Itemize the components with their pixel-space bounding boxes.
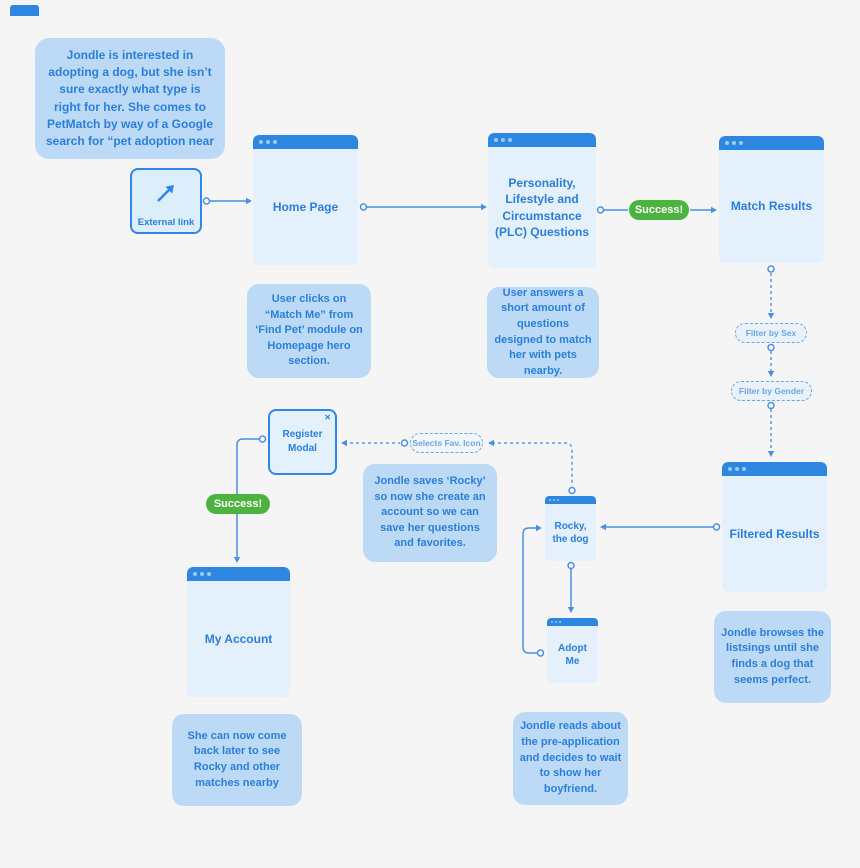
window-home-page-label: Home Page — [272, 199, 339, 214]
window-titlebar — [187, 567, 290, 581]
filter-by-sex-pill[interactable]: Filter by Sex — [735, 323, 807, 343]
window-plc-questions[interactable]: Personality, Lifestyle and Circumstance … — [488, 133, 596, 268]
note-intro-text: Jondle is interested in adopting a dog, … — [45, 48, 215, 148]
note-home-page: User clicks on “Match Me” from ‘Find Pet… — [247, 284, 371, 378]
selects-fav-icon-pill[interactable]: Selects Fav. Icon — [410, 433, 483, 453]
register-modal-node[interactable]: ✕ Register Modal — [268, 409, 337, 475]
window-control-dot — [207, 572, 211, 576]
note-my-account-text: She can now come back later to see Rocky… — [187, 729, 287, 789]
window-control-dot — [735, 467, 739, 471]
cropped-window-stub — [10, 5, 39, 16]
window-control-dot — [549, 499, 551, 501]
note-my-account: She can now come back later to see Rocky… — [172, 714, 302, 806]
note-save-rocky: Jondle saves ‘Rocky’ so now she create a… — [363, 464, 497, 562]
window-control-dot — [200, 572, 204, 576]
window-rocky-the-dog-label: Rocky, the dog — [552, 520, 589, 545]
window-control-dot — [193, 572, 197, 576]
note-filtered-results-text: Jondle browses the listsings until she f… — [721, 626, 824, 686]
selects-fav-icon-label: Selects Fav. Icon — [412, 438, 481, 448]
window-my-account-label: My Account — [204, 631, 273, 646]
external-link-node[interactable]: External link — [130, 168, 202, 234]
success-badge-plc: Success! — [629, 200, 689, 220]
window-titlebar — [545, 496, 596, 504]
filter-by-gender-pill[interactable]: Filter by Gender — [731, 381, 812, 401]
window-control-dot — [273, 140, 277, 144]
filter-by-gender-label: Filter by Gender — [738, 386, 805, 396]
filter-by-sex-label: Filter by Sex — [745, 328, 797, 338]
window-control-dot — [725, 141, 729, 145]
window-titlebar — [722, 462, 827, 476]
window-rocky-the-dog[interactable]: Rocky, the dog — [545, 496, 596, 561]
window-filtered-results-label: Filtered Results — [729, 526, 820, 541]
window-titlebar — [253, 135, 358, 149]
note-save-rocky-text: Jondle saves ‘Rocky’ so now she create a… — [374, 474, 486, 550]
window-plc-questions-label: Personality, Lifestyle and Circumstance … — [494, 176, 589, 239]
note-adopt-me-text: Jondle reads about the pre-application a… — [519, 720, 622, 795]
window-control-dot — [259, 140, 263, 144]
window-my-account[interactable]: My Account — [187, 567, 290, 697]
window-control-dot — [739, 141, 743, 145]
success-badge-register-label: Success! — [213, 498, 263, 510]
note-plc-questions-text: User answers a short amount of questions… — [494, 287, 592, 377]
window-match-results[interactable]: Match Results — [719, 136, 824, 263]
window-adopt-me[interactable]: Adopt Me — [547, 618, 598, 683]
external-link-arrow-icon — [157, 185, 174, 202]
window-control-dot — [555, 621, 557, 623]
window-filtered-results[interactable]: Filtered Results — [722, 462, 827, 592]
note-filtered-results: Jondle browses the listsings until she f… — [714, 611, 831, 703]
window-control-dot — [508, 138, 512, 142]
window-control-dot — [494, 138, 498, 142]
window-control-dot — [557, 499, 559, 501]
window-control-dot — [551, 621, 553, 623]
window-control-dot — [553, 499, 555, 501]
window-titlebar — [719, 136, 824, 150]
window-match-results-label: Match Results — [730, 199, 813, 214]
register-modal-label: Register Modal — [282, 429, 323, 454]
window-adopt-me-label: Adopt Me — [558, 642, 587, 667]
success-badge-plc-label: Success! — [634, 204, 684, 216]
window-control-dot — [728, 467, 732, 471]
window-control-dot — [559, 621, 561, 623]
success-badge-register: Success! — [206, 494, 270, 514]
note-intro: Jondle is interested in adopting a dog, … — [35, 38, 225, 159]
window-control-dot — [742, 467, 746, 471]
window-titlebar — [547, 618, 598, 626]
window-control-dot — [732, 141, 736, 145]
window-control-dot — [266, 140, 270, 144]
close-icon[interactable]: ✕ — [324, 413, 331, 422]
window-titlebar — [488, 133, 596, 147]
note-adopt-me: Jondle reads about the pre-application a… — [513, 712, 628, 805]
external-link-label: External link — [137, 217, 195, 228]
window-home-page[interactable]: Home Page — [253, 135, 358, 265]
note-plc-questions: User answers a short amount of questions… — [487, 287, 599, 378]
note-home-page-text: User clicks on “Match Me” from ‘Find Pet… — [255, 292, 363, 368]
window-control-dot — [501, 138, 505, 142]
